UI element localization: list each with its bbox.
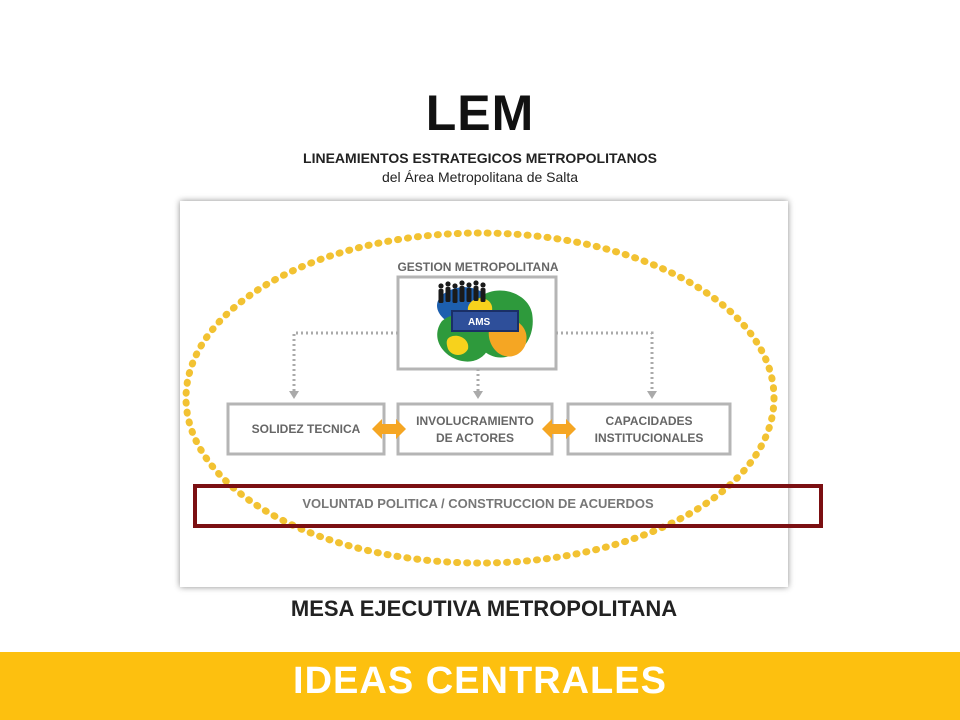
gestion-metropolitana-label: GESTION METROPOLITANA	[397, 260, 558, 274]
slide-subtitle-region: del Área Metropolitana de Salta	[381, 169, 579, 185]
capacidades-label-2: INSTITUCIONALES	[595, 431, 704, 445]
involucramiento-label-1: INVOLUCRAMIENTO	[416, 414, 534, 428]
people-silhouettes-icon	[438, 280, 486, 303]
ams-label: AMS	[468, 317, 491, 328]
involucramiento-box	[396, 402, 554, 456]
footer-bar	[0, 652, 960, 720]
voluntad-politica-label: VOLUNTAD POLITICA / CONSTRUCCION DE ACUE…	[302, 496, 654, 511]
strategy-diagram: GESTION METROPOLITANA AMS	[180, 201, 788, 587]
solidez-tecnica-label: SOLIDEZ TECNICA	[252, 422, 361, 436]
capacidades-box	[566, 402, 732, 456]
capacidades-label-1: CAPACIDADES	[605, 414, 692, 428]
footer-title: IDEAS CENTRALES	[293, 660, 667, 702]
ams-tag	[451, 310, 519, 332]
dotted-ellipse	[182, 229, 778, 567]
dotted-arrow-icon	[292, 331, 654, 393]
highlight-box	[193, 484, 823, 528]
involucramiento-label-2: DE ACTORES	[436, 431, 514, 445]
double-arrow-icon	[372, 419, 576, 439]
slide-title: LEM	[425, 85, 535, 141]
mesa-ejecutiva-caption: MESA EJECUTIVA METROPOLITANA	[290, 596, 678, 621]
slide-subtitle: LINEAMIENTOS ESTRATEGICOS METROPOLITANOS	[303, 150, 657, 166]
